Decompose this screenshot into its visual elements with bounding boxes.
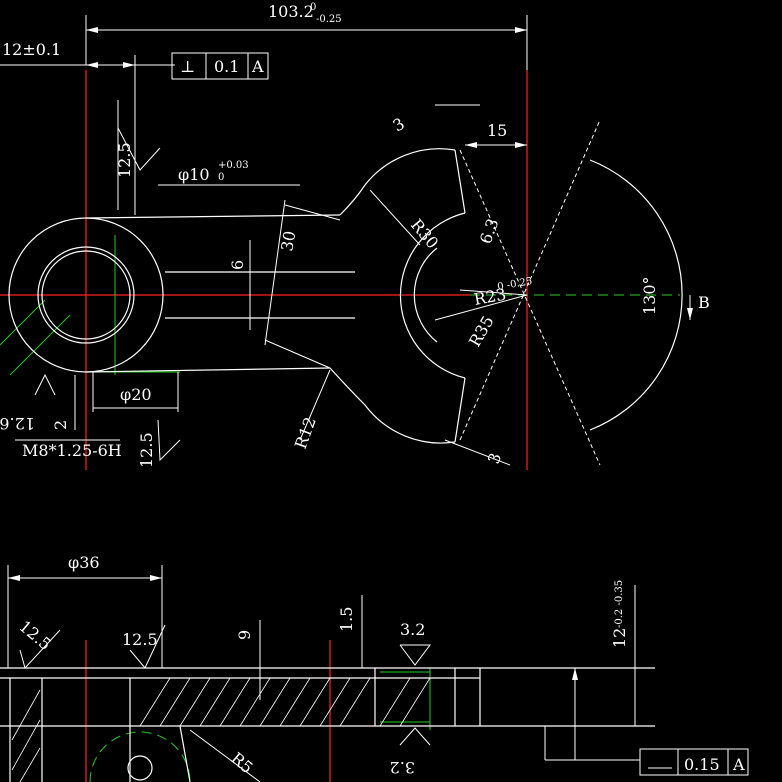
dim-15-label: 15 <box>487 121 507 140</box>
angle-lines <box>459 119 601 466</box>
hole-dia-upper-tol: +0.03 <box>218 160 249 171</box>
dim-6-3-label: 6.3 <box>476 216 503 246</box>
centerlines <box>0 70 528 782</box>
r12-label: R12 <box>291 414 320 451</box>
angle-arc-130 <box>589 159 683 431</box>
thread-spec-label: M8*1.25-6H <box>22 441 122 460</box>
dim-30-line <box>264 199 286 346</box>
section-hatching <box>11 677 431 782</box>
rough-symbol-2 <box>157 419 181 462</box>
angle-line-2 <box>459 119 601 441</box>
r35-label: R35 <box>465 312 498 350</box>
green-diag-2 <box>9 314 71 376</box>
labels: 103.2 0 -0.25 12±0.1 ⊥ 0.1 A 12.5 φ10 +0… <box>0 2 745 777</box>
arm-bottom <box>85 367 331 373</box>
rough-symbol-1 <box>117 127 161 171</box>
fork-top-outer <box>339 148 456 216</box>
r5-leader <box>189 729 261 782</box>
perp-value: 0.1 <box>214 57 239 76</box>
perp-symbol: ⊥ <box>180 57 195 76</box>
r23-tol: 0 -0.25 <box>497 276 534 293</box>
rough-12-5-d: 12.5 <box>122 630 158 649</box>
dim-30-ext-top <box>284 204 341 221</box>
perp-datum: A <box>251 57 264 76</box>
dim-12-side-tol: -0.2 -0.35 <box>614 580 625 628</box>
green-arc-section <box>89 731 191 782</box>
dim-3-bottom-label: 3 <box>484 450 505 466</box>
green-lines <box>0 235 680 782</box>
overall-length-upper-tol: 0 <box>310 2 316 13</box>
section-dia-label: φ36 <box>68 553 100 572</box>
dim-3-bottom-line <box>444 439 511 466</box>
r30-label: R30 <box>407 215 442 252</box>
thickness-tol-label: 12±0.1 <box>2 40 61 59</box>
r23-leader <box>459 289 528 296</box>
arrow <box>687 308 693 320</box>
rough-12-5-b: 12.5 <box>137 432 156 468</box>
overall-length-label: 103.2 <box>268 2 314 21</box>
rough-symbol-4 <box>129 624 166 669</box>
arrow <box>86 62 98 68</box>
green-diag-1 <box>0 299 46 346</box>
hole-inner <box>41 250 131 340</box>
arrow <box>515 142 527 148</box>
angle-line-1 <box>459 149 601 466</box>
perp-frame-box <box>171 52 269 80</box>
parallel-frame-box <box>639 748 749 776</box>
view-b-label: B <box>698 293 710 312</box>
rough-symbol-5 <box>19 629 61 669</box>
rough-symbol-7 <box>399 727 431 746</box>
hole-dia-lower-tol: 0 <box>218 172 224 183</box>
r30-leader <box>369 189 421 246</box>
rough-12-5-c: 12.5 <box>15 617 55 654</box>
top-view-outline <box>8 148 683 444</box>
arrow <box>123 62 135 68</box>
dim-1-5-label: 1.5 <box>337 607 356 632</box>
parallel-frame <box>639 748 749 776</box>
fork-edge-bottom <box>454 377 466 443</box>
rough-3-2-b: 3.2 <box>390 758 415 777</box>
dim-12-partial-label: 12.6 <box>0 414 35 433</box>
dim-12-side-label: 12 <box>610 628 629 648</box>
arrow <box>86 27 98 33</box>
fork-bottom-outer <box>329 367 456 444</box>
fork-inner-arc <box>399 212 466 379</box>
rough-3-2-a: 3.2 <box>400 620 425 639</box>
rough-symbol-6 <box>399 644 431 666</box>
r5-label: R5 <box>227 749 256 778</box>
dim-3-top-label: 3 <box>390 114 408 136</box>
dim-6-label: 6 <box>228 260 247 270</box>
fork-edge-top <box>454 149 466 214</box>
perp-frame <box>171 52 269 80</box>
arrow <box>465 142 477 148</box>
dim-2-label: 2 <box>51 420 70 430</box>
arm-top <box>85 214 341 219</box>
arrow <box>515 27 527 33</box>
section-hole <box>127 755 153 781</box>
parallel-value: 0.15 <box>684 755 720 774</box>
r12-leader <box>299 369 331 441</box>
parallel-datum: A <box>732 755 745 774</box>
overall-length-lower-tol: -0.25 <box>316 14 342 25</box>
dim-30-ext-bottom <box>264 339 331 369</box>
fork-inner-arc-2 <box>413 247 438 343</box>
dim-9-label: 9 <box>235 630 254 640</box>
dimension-lines <box>0 15 693 466</box>
rough-12-5-a: 12.5 <box>115 142 134 178</box>
hole-dia-label: φ10 <box>178 165 210 184</box>
dim-30-label: 30 <box>277 229 299 252</box>
rough-symbol-3 <box>34 373 56 396</box>
r35-leader <box>434 294 528 321</box>
hole-outer <box>37 246 135 344</box>
boss-dia-label: φ20 <box>120 385 152 404</box>
section-view <box>0 565 655 782</box>
angle-130-label: 130° <box>640 276 659 315</box>
